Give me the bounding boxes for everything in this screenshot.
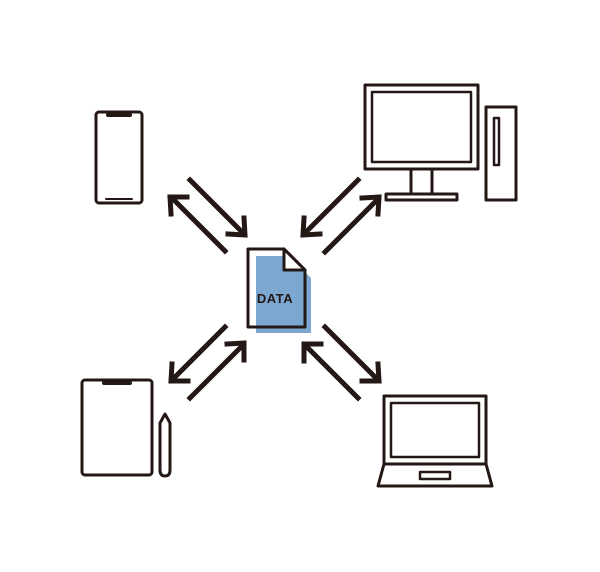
data-label: DATA [257,291,293,306]
sync-arrow-to-device-top-right [321,194,382,256]
sync-arrow-to-center-bottom-left [186,340,247,402]
data-document-fill [256,256,311,333]
sync-arrow-to-center-top-left [186,176,248,238]
data-document-icon: DATA [246,247,311,333]
laptop-icon [376,394,494,488]
sync-arrow-to-device-bottom-left [168,323,229,384]
sync-arrow-to-center-top-right [300,176,362,238]
sync-arrow-to-center-bottom-right [301,341,362,402]
sync-arrow-to-device-top-left [167,194,229,255]
smartphone-icon [94,110,144,205]
desktop-computer-icon [363,83,518,202]
sync-arrow-to-device-bottom-right [321,323,382,384]
tablet-with-stylus-icon [80,378,172,478]
